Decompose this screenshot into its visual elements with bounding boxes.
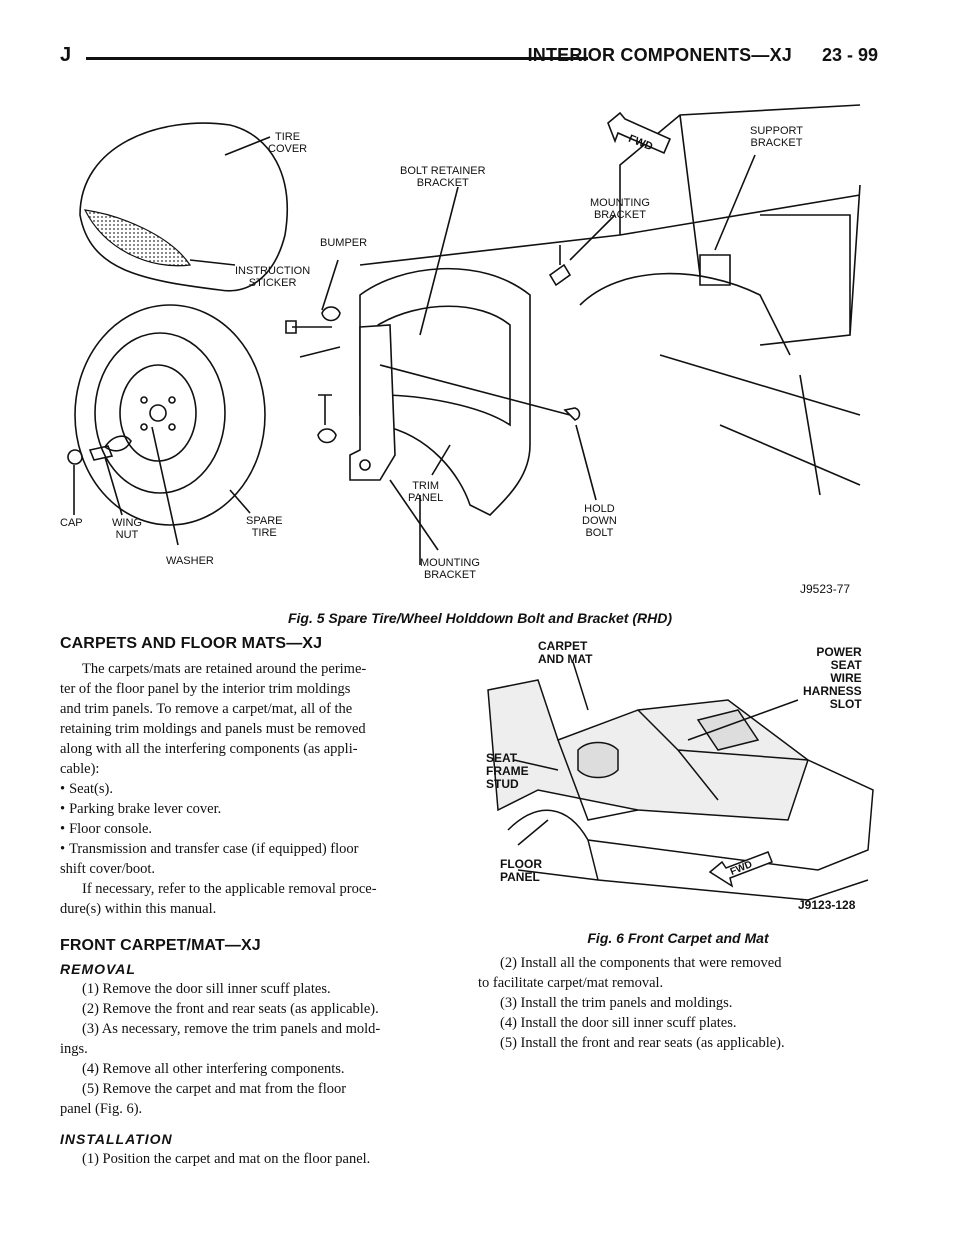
- carpets-intro-line-1: The carpets/mats are retained around the…: [82, 661, 367, 677]
- label-cap: CAP: [60, 517, 83, 529]
- carpets-intro-line-6: cable):: [60, 761, 100, 777]
- label-instruction-sticker: INSTRUCTION STICKER: [235, 265, 311, 289]
- carpets-intro-line-5: along with all the interfering component…: [60, 741, 358, 757]
- bullet-transmission: Transmission and transfer case (if equip…: [60, 839, 448, 859]
- header-rule: [86, 57, 588, 60]
- label-bolt-retainer-bracket: BOLT RETAINER BRACKET: [400, 165, 486, 189]
- header-letter: J: [60, 44, 72, 66]
- left-column: CARPETS AND FLOOR MATS—XJ The carpets/ma…: [60, 635, 448, 1169]
- heading-front-carpet: FRONT CARPET/MAT—XJ: [60, 937, 261, 954]
- figure-6-caption: Fig. 6 Front Carpet and Mat: [587, 930, 769, 946]
- label-trim-panel: TRIM PANEL: [408, 480, 444, 504]
- heading-carpets: CARPETS AND FLOOR MATS—XJ: [60, 635, 323, 652]
- label-tire-cover: TIRE COVER: [268, 131, 308, 155]
- removal-step-4: (4) Remove all other interfering compone…: [82, 1061, 345, 1077]
- carpets-intro-line-3: and trim panels. To remove a carpet/mat,…: [60, 701, 353, 717]
- bullet-transmission-cont: shift cover/boot.: [60, 861, 156, 877]
- bullet-floor-console: Floor console.: [60, 819, 448, 839]
- label-power-seat-wire-harness-slot: POWER SEAT WIRE HARNESS SLOT: [803, 645, 862, 711]
- right-column: (2) Install all the components that were…: [478, 953, 878, 1053]
- label-washer: WASHER: [166, 555, 214, 567]
- removal-step-5-cont: panel (Fig. 6).: [60, 1101, 143, 1117]
- figure-5-code: J9523-77: [800, 582, 851, 596]
- installation-step-2-cont: to facilitate carpet/mat removal.: [478, 975, 664, 991]
- installation-step-3: (3) Install the trim panels and moldings…: [500, 995, 733, 1011]
- removal-step-1: (1) Remove the door sill inner scuff pla…: [82, 981, 331, 997]
- bullet-parking-brake: Parking brake lever cover.: [60, 799, 448, 819]
- removal-step-5: (5) Remove the carpet and mat from the f…: [82, 1081, 347, 1097]
- removal-step-3-cont: ings.: [60, 1041, 88, 1057]
- header-page-number: 23 - 99: [821, 45, 878, 65]
- figure-6-illustration: [487, 661, 874, 901]
- label-floor-panel: FLOOR PANEL: [500, 857, 542, 884]
- label-mounting-bracket-bottom: MOUNTING BRACKET: [420, 557, 480, 581]
- carpets-refer-line-1: If necessary, refer to the applicable re…: [82, 881, 377, 897]
- label-mounting-bracket-top: MOUNTING BRACKET: [590, 197, 650, 221]
- label-spare-tire: SPARE TIRE: [246, 515, 283, 539]
- heading-installation: INSTALLATION: [60, 1131, 173, 1147]
- bullet-seats: Seat(s).: [60, 779, 448, 799]
- installation-step-5: (5) Install the front and rear seats (as…: [500, 1035, 785, 1051]
- figure-5: TIRE COVER BOLT RETAINER BRACKET FWD SUP…: [60, 95, 890, 605]
- figure-5-caption: Fig. 5 Spare Tire/Wheel Holddown Bolt an…: [287, 610, 672, 626]
- label-support-bracket: SUPPORT BRACKET: [750, 125, 803, 149]
- label-wing-nut: WING NUT: [112, 517, 142, 541]
- label-carpet-and-mat: CARPET AND MAT: [538, 639, 593, 666]
- installation-step-1: (1) Position the carpet and mat on the f…: [82, 1151, 371, 1167]
- header-section-title: INTERIOR COMPONENTS—XJ: [527, 45, 792, 65]
- removal-step-2: (2) Remove the front and rear seats (as …: [82, 1001, 379, 1017]
- installation-step-2: (2) Install all the components that were…: [500, 955, 782, 971]
- label-bumper: BUMPER: [320, 237, 368, 249]
- removal-step-3: (3) As necessary, remove the trim panels…: [82, 1021, 381, 1037]
- carpets-refer-line-2: dure(s) within this manual.: [60, 901, 217, 917]
- label-hold-down-bolt: HOLD DOWN BOLT: [582, 503, 617, 539]
- page-header: J INTERIOR COMPONENTS—XJ 23 - 99: [60, 44, 878, 74]
- figure-5-illustration: [67, 104, 861, 565]
- figure-6-code: J9123-128: [798, 898, 856, 912]
- heading-removal: REMOVAL: [60, 961, 136, 977]
- label-seat-frame-stud: SEAT FRAME STUD: [486, 751, 529, 791]
- figure-6: CARPET AND MAT POWER SEAT WIRE HARNESS S…: [478, 640, 878, 912]
- installation-step-4: (4) Install the door sill inner scuff pl…: [500, 1015, 737, 1031]
- carpets-intro-line-2: ter of the floor panel by the interior t…: [60, 681, 351, 697]
- carpets-intro-line-4: retaining trim moldings and panels must …: [60, 721, 366, 737]
